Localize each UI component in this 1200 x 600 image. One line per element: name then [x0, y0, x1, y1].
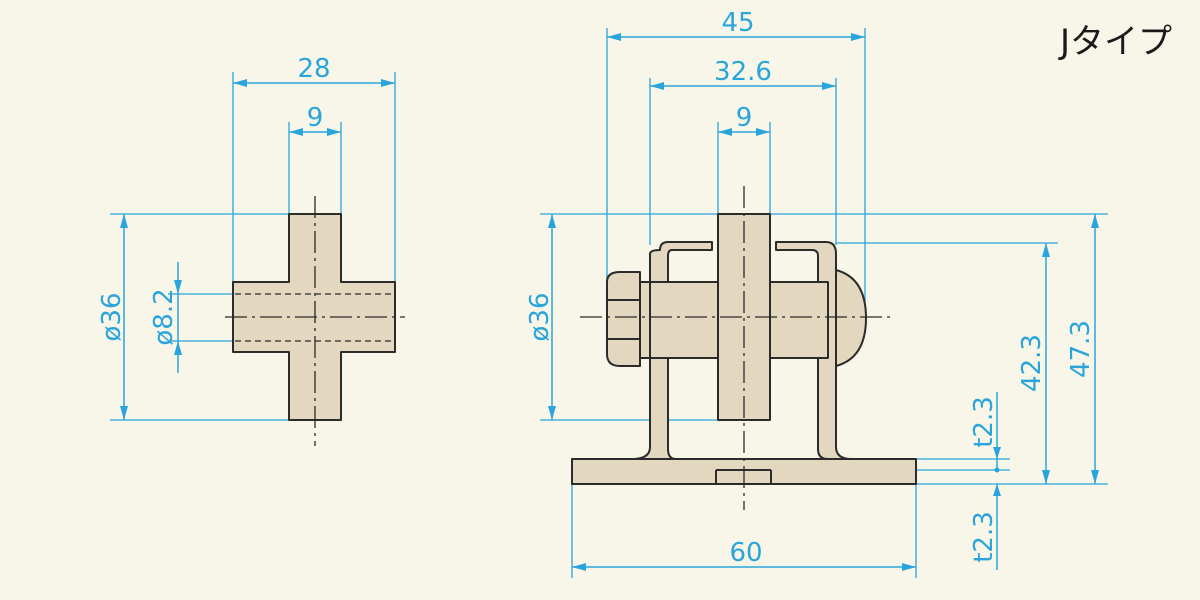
right-view: 45 32.6 9 ø36 60 42.3 47.3	[525, 8, 1108, 578]
bracket-right-leg	[775, 241, 853, 460]
dim-left-bore-dia: ø8.2	[149, 288, 179, 345]
dim-right-height-axis: 42.3	[1017, 334, 1047, 392]
dim-thickness-lower: t2.3	[969, 511, 999, 563]
dim-right-bracket-width: 32.6	[714, 57, 772, 87]
dim-right-outer-dia: ø36	[525, 293, 555, 342]
dim-left-outer-dia: ø36	[97, 293, 127, 342]
dim-right-height-total: 47.3	[1066, 320, 1096, 378]
washer	[639, 281, 651, 359]
hex-nut	[606, 271, 641, 367]
dim-left-width: 28	[297, 54, 330, 84]
dim-left-center: 9	[307, 103, 324, 133]
dim-right-base-length: 60	[729, 538, 762, 568]
dim-right-center: 9	[736, 103, 753, 133]
left-view: 28 9 ø36 ø8.2	[97, 54, 405, 446]
type-title: Jタイプ	[1059, 22, 1172, 62]
dim-thickness-upper: t2.3	[969, 396, 999, 448]
dim-right-overall-width: 45	[721, 8, 754, 38]
bolt-head	[835, 269, 867, 367]
